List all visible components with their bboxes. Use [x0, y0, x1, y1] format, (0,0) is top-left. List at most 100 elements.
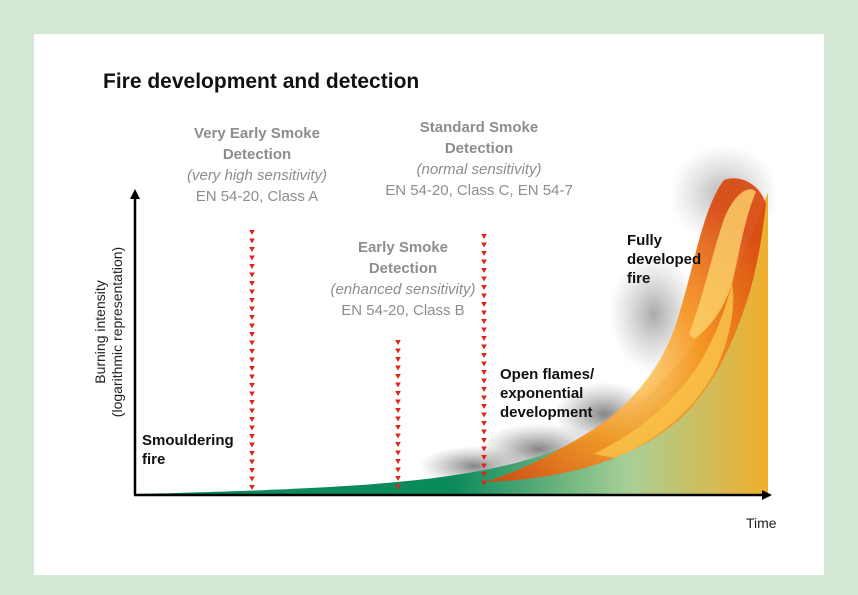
flame-tongue — [594, 284, 734, 458]
marker-tick — [395, 365, 401, 371]
detection-name-line: Detection — [368, 260, 438, 277]
marker-tick — [395, 408, 401, 413]
marker-tick — [249, 306, 255, 312]
marker-tick — [249, 374, 255, 380]
y-axis-label-line: (logarithmic representation) — [109, 246, 125, 418]
marker-tick — [481, 480, 487, 486]
marker-tick — [395, 382, 401, 388]
marker-tick — [249, 400, 255, 405]
marker-tick — [395, 374, 401, 379]
stage-label-fully-developed: Fully developed fire — [627, 232, 702, 287]
flame-tongue — [689, 189, 756, 339]
marker-tick — [395, 476, 401, 481]
marker-tick — [481, 251, 487, 256]
flame-body — [484, 178, 766, 483]
marker-tick — [481, 285, 487, 290]
marker-tick — [395, 442, 401, 447]
marker-tick — [481, 276, 487, 282]
marker-tick — [481, 472, 487, 477]
marker-tick — [249, 425, 255, 431]
marker-tick — [395, 450, 401, 456]
marker-tick — [481, 336, 487, 341]
marker-tick — [481, 344, 487, 350]
detection-name-line: Early Smoke — [357, 239, 449, 256]
marker-tick — [481, 404, 487, 409]
marker-tick — [249, 357, 255, 363]
marker-tick — [395, 340, 401, 345]
detection-sensitivity: (very high sensitivity) — [186, 167, 328, 184]
flames — [484, 178, 766, 483]
chart-card: Fire development and detection Very Earl… — [34, 34, 824, 575]
detection-name-line: Detection — [222, 146, 292, 163]
marker-tick — [249, 485, 255, 490]
marker-tick — [395, 391, 401, 396]
marker-tick — [395, 399, 401, 405]
detection-marker-1 — [249, 230, 255, 490]
marker-tick — [249, 315, 255, 320]
marker-tick — [249, 442, 255, 448]
marker-tick — [249, 238, 255, 244]
marker-tick — [481, 310, 487, 316]
marker-tick — [395, 416, 401, 422]
marker-tick — [481, 387, 487, 392]
marker-tick — [395, 425, 401, 430]
detection-sensitivity: (enhanced sensitivity) — [330, 281, 476, 298]
marker-tick — [481, 259, 487, 265]
marker-tick — [249, 272, 255, 278]
marker-tick — [249, 247, 255, 252]
marker-tick — [481, 378, 487, 384]
marker-tick — [249, 323, 255, 329]
marker-tick — [249, 434, 255, 439]
burning-intensity-curve — [136, 192, 768, 494]
marker-tick — [481, 446, 487, 452]
marker-tick — [395, 348, 401, 354]
marker-tick — [481, 463, 487, 469]
marker-tick — [481, 429, 487, 435]
marker-tick — [481, 438, 487, 443]
marker-tick — [249, 391, 255, 397]
marker-tick — [481, 370, 487, 375]
detection-markers — [249, 230, 487, 490]
detection-name-line: Detection — [444, 140, 514, 157]
marker-tick — [249, 230, 255, 235]
marker-tick — [249, 255, 255, 261]
detection-marker-2 — [395, 340, 401, 490]
marker-tick — [249, 459, 255, 465]
marker-tick — [481, 412, 487, 418]
fire-chart — [130, 144, 779, 500]
marker-tick — [249, 332, 255, 337]
marker-tick — [481, 293, 487, 299]
x-axis-label: Time — [746, 515, 777, 531]
detection-label-standard: Standard Smoke Detection (normal sensiti… — [385, 117, 573, 201]
detection-standard: EN 54-20, Class C, EN 54-7 — [385, 182, 573, 199]
detection-name-line: Very Early Smoke — [194, 125, 320, 142]
marker-tick — [481, 455, 487, 460]
marker-tick — [481, 242, 487, 248]
marker-tick — [249, 366, 255, 371]
detection-label-early: Early Smoke Detection (enhanced sensitiv… — [330, 237, 475, 321]
marker-tick — [481, 268, 487, 273]
marker-tick — [481, 319, 487, 324]
marker-tick — [481, 361, 487, 367]
marker-tick — [481, 327, 487, 333]
marker-tick — [395, 357, 401, 362]
marker-tick — [481, 395, 487, 401]
marker-tick — [249, 289, 255, 295]
chart-title: Fire development and detection — [103, 70, 420, 93]
marker-tick — [249, 281, 255, 286]
marker-tick — [249, 417, 255, 422]
y-axis-label: Burning intensity (logarithmic represent… — [92, 247, 126, 417]
marker-tick — [249, 340, 255, 346]
stage-label-smouldering: Smouldering fire — [142, 432, 234, 468]
marker-tick — [249, 264, 255, 269]
marker-tick — [395, 484, 401, 490]
marker-tick — [395, 433, 401, 439]
marker-tick — [481, 421, 487, 426]
marker-tick — [249, 476, 255, 482]
detection-marker-3 — [481, 234, 487, 486]
marker-tick — [249, 298, 255, 303]
marker-tick — [249, 383, 255, 388]
marker-tick — [249, 468, 255, 473]
detection-standard: EN 54-20, Class B — [341, 302, 465, 319]
marker-tick — [395, 467, 401, 473]
